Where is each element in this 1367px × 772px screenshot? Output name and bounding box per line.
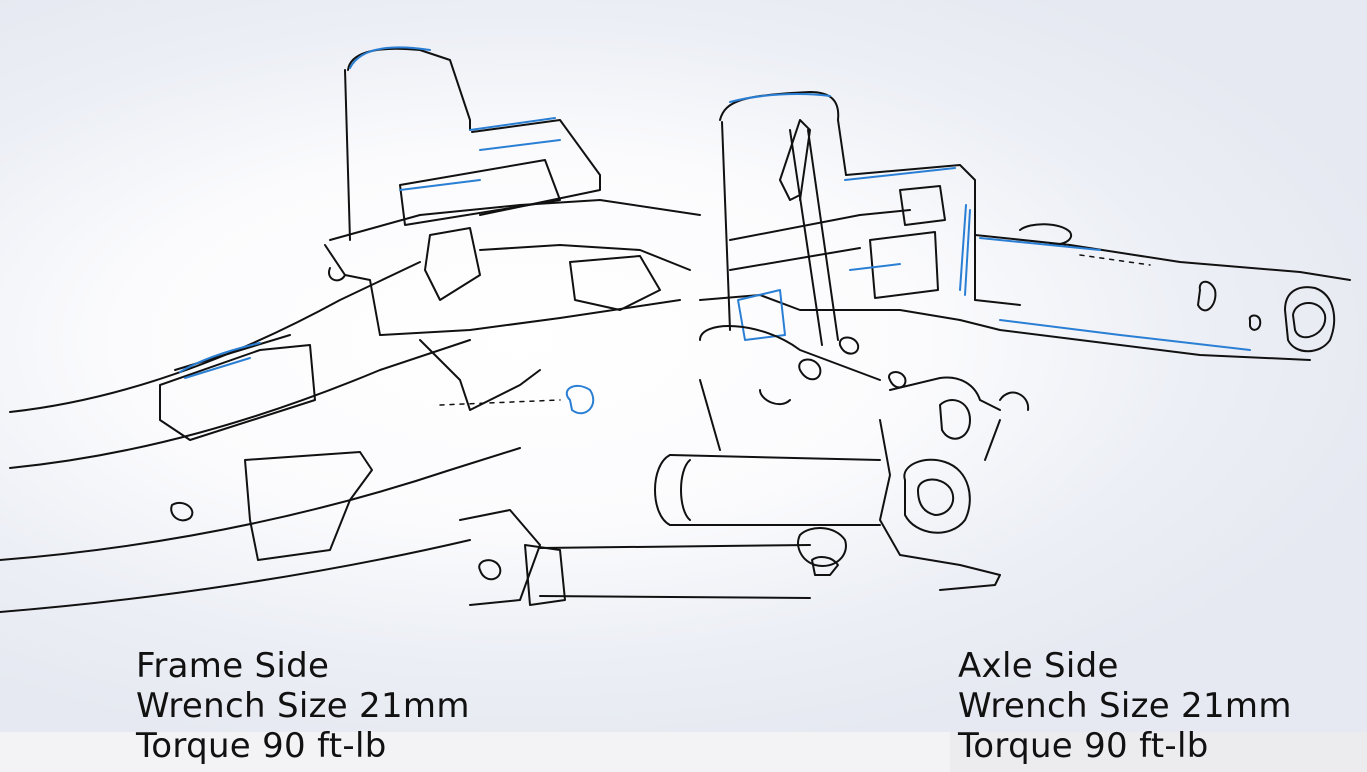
lower-link <box>459 509 847 606</box>
axle-side-title: Axle Side <box>958 646 1119 686</box>
shock-tower-blue <box>729 93 971 341</box>
footer-strip-right <box>950 732 1367 772</box>
suspension-line-drawing <box>0 46 1351 613</box>
frame-side-wrench-size: Wrench Size 21mm <box>136 686 470 726</box>
upper-bracket-left-blue <box>349 46 595 415</box>
right-arm-blue <box>979 237 1251 351</box>
detail-dashes <box>439 254 1151 406</box>
knuckle-hub <box>879 371 1030 591</box>
frame-side-title: Frame Side <box>136 646 330 686</box>
axle-side-spec: Axle Side Wrench Size 21mm Torque 90 ft-… <box>958 646 1292 766</box>
frame-side-torque: Torque 90 ft-lb <box>136 726 387 766</box>
frame-rail <box>0 261 521 613</box>
axle-side-torque: Torque 90 ft-lb <box>958 726 1209 766</box>
axle-tube <box>654 325 881 526</box>
frame-rail-blue <box>179 342 261 379</box>
upper-bracket-left <box>324 47 701 411</box>
shock-tower <box>699 91 1311 361</box>
axle-side-wrench-size: Wrench Size 21mm <box>958 686 1292 726</box>
frame-side-spec: Frame Side Wrench Size 21mm Torque 90 ft… <box>136 646 470 766</box>
right-arm <box>974 223 1351 353</box>
